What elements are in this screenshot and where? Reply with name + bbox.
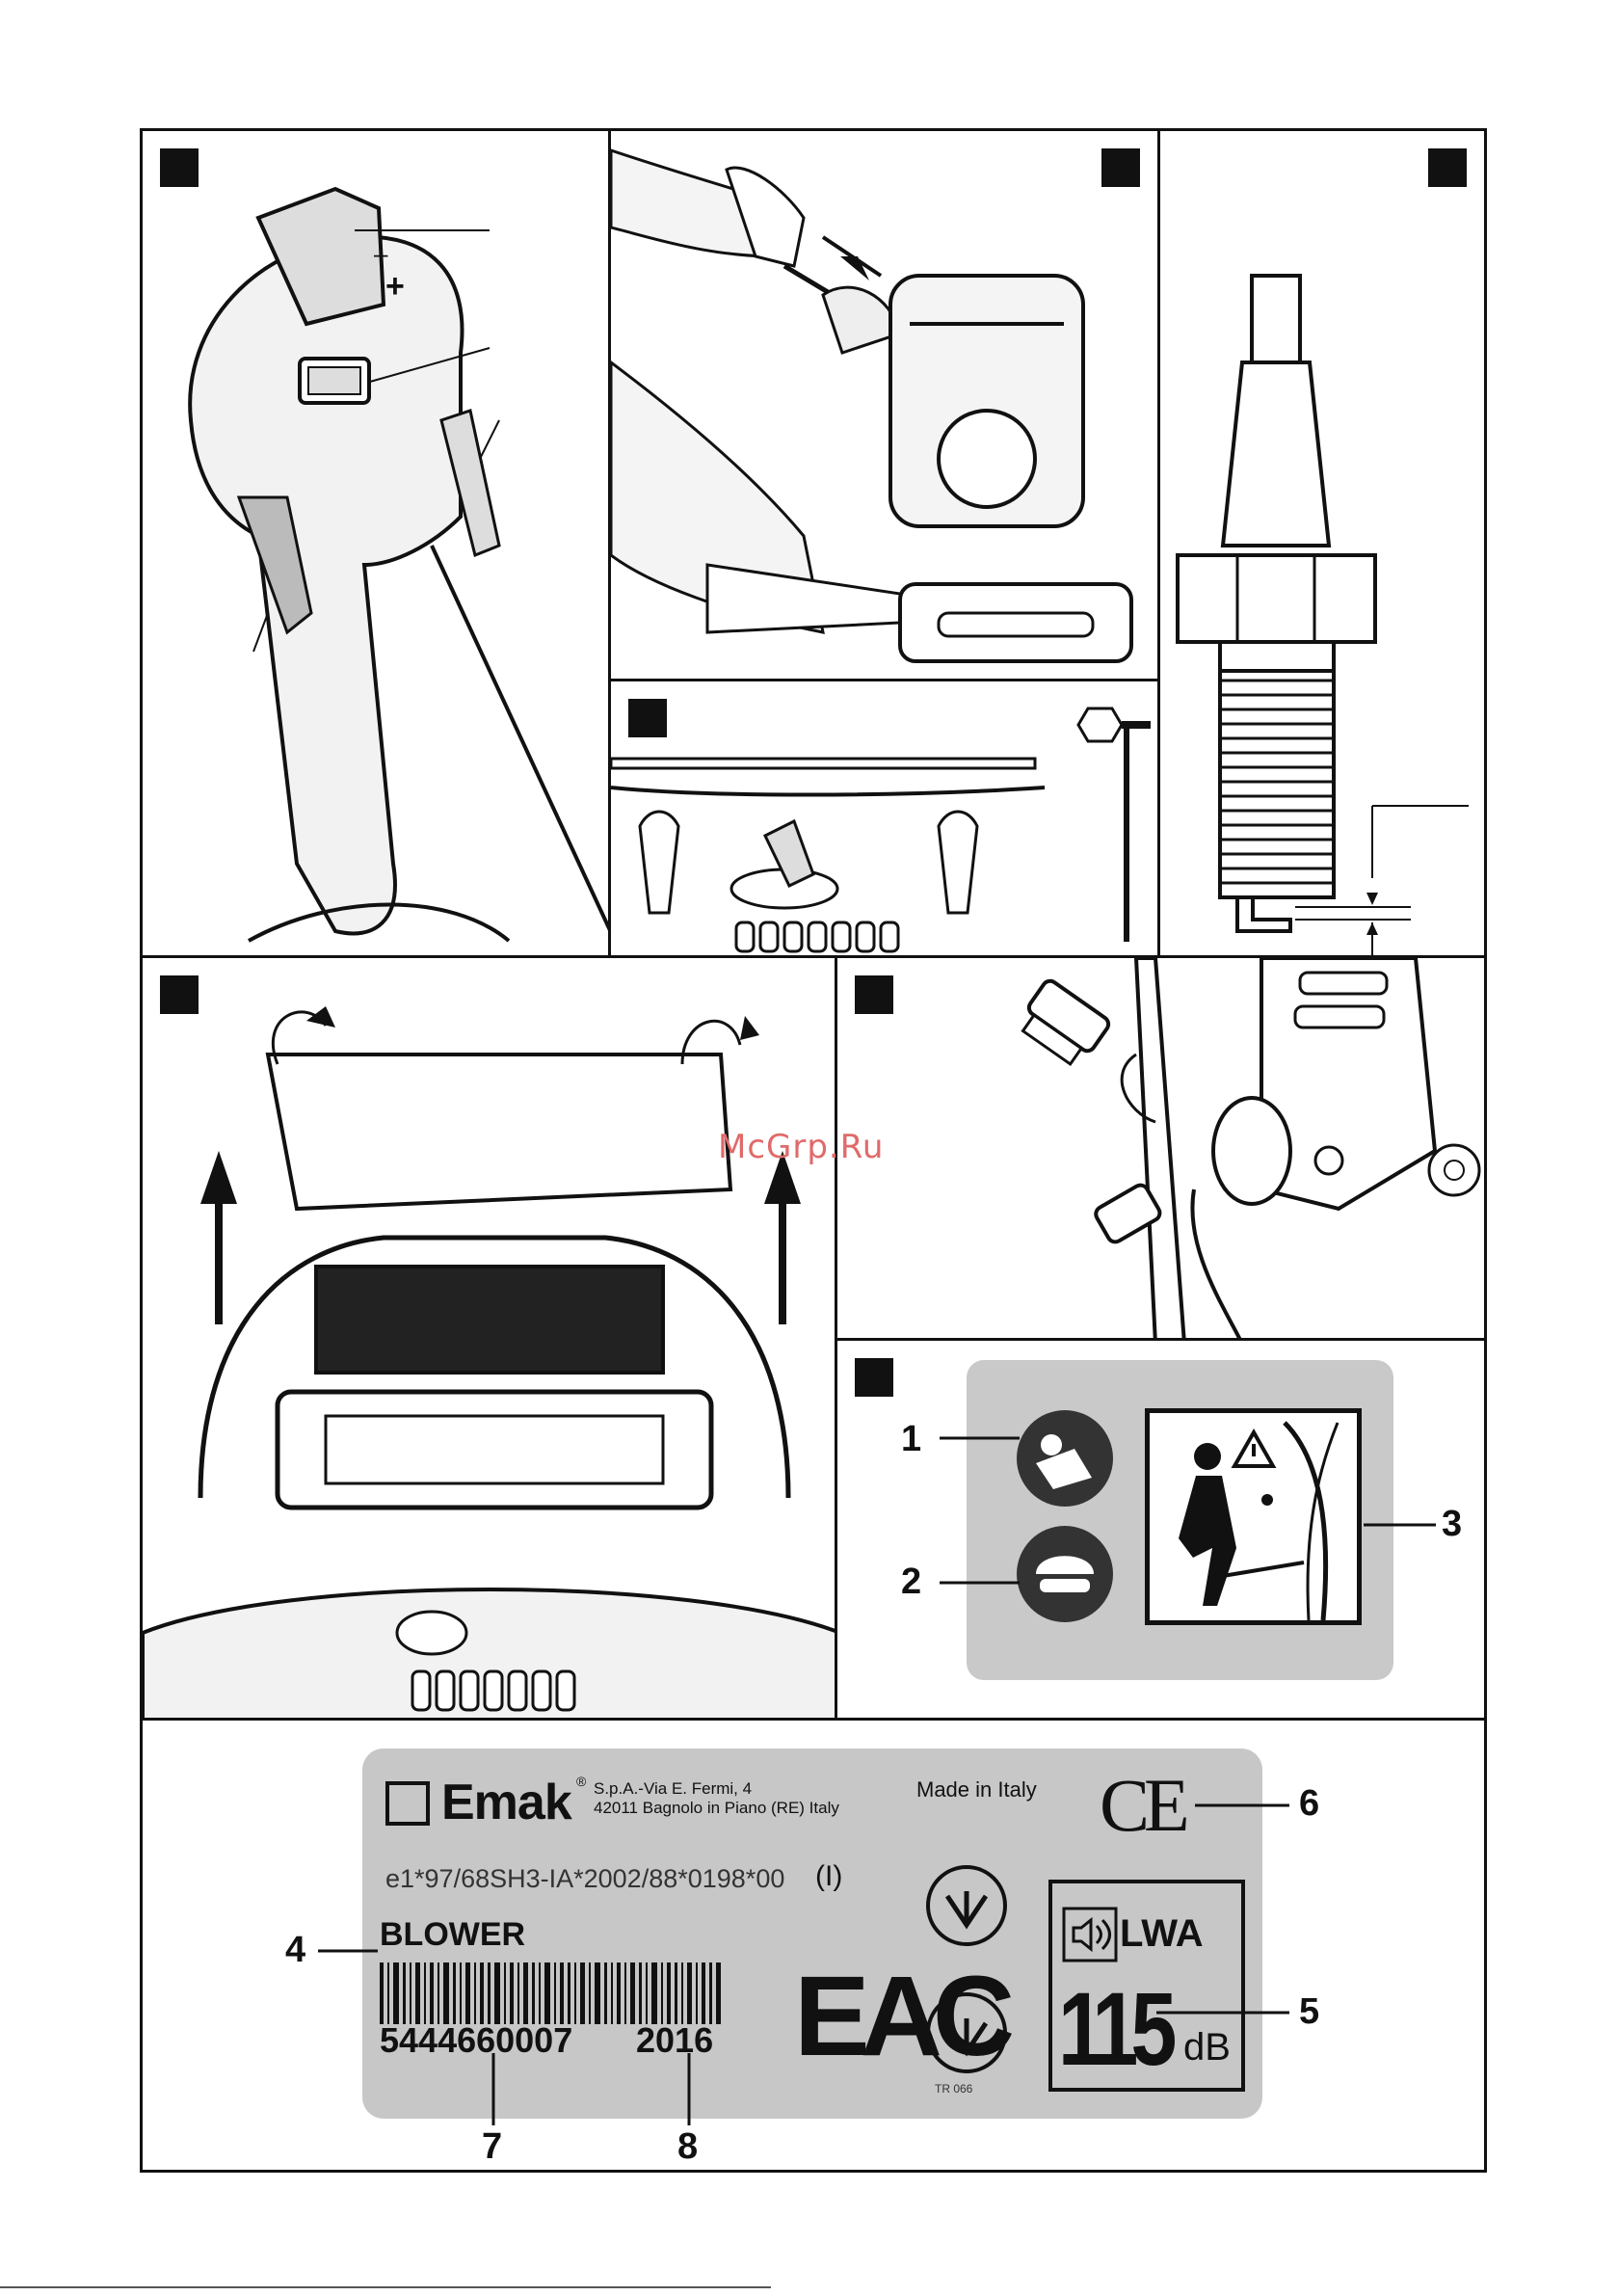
minus-sign: – (374, 239, 387, 269)
sound-power-box: LWA 115 dB (1048, 1880, 1245, 2092)
starting-illustration (611, 131, 1160, 681)
address-line-2: 42011 Bagnolo in Piano (RE) Italy (594, 1799, 839, 1818)
warning-decal (967, 1360, 1393, 1680)
panel-starting (608, 128, 1160, 681)
speaker-icon (1062, 1907, 1120, 1964)
address-line-1: S.p.A.-Via E. Fermi, 4 (594, 1779, 839, 1799)
keep-distance-pictogram (1145, 1408, 1362, 1625)
country-code: (I) (815, 1860, 842, 1893)
callout-3: 3 (1442, 1504, 1462, 1545)
manufacturer-address: S.p.A.-Via E. Fermi, 4 42011 Bagnolo in … (594, 1779, 839, 1818)
panel-fuel-cap (835, 955, 1487, 1341)
callout-2: 2 (901, 1562, 921, 1603)
rating-plate: Emak ® S.p.A.-Via E. Fermi, 4 42011 Bagn… (362, 1749, 1262, 2119)
watermark-text: McGrp.Ru (718, 1128, 884, 1166)
emak-logo-icon (385, 1781, 430, 1826)
tr-code: TR 066 (935, 2082, 972, 2096)
callout-5: 5 (1299, 1991, 1319, 2033)
panel-handle: + – (140, 128, 611, 958)
ukraine-tr-icon (923, 1989, 1010, 2076)
panel-tool (608, 679, 1160, 958)
callout-7: 7 (482, 2126, 502, 2168)
spark-plug-illustration (1160, 131, 1487, 958)
plus-sign: + (385, 268, 405, 306)
page-footer-line (0, 2286, 771, 2288)
barcode-number: 5444660007 (380, 2020, 572, 2061)
sound-power-value: 115 (1058, 1968, 1169, 2089)
sound-power-label: LWA (1120, 1912, 1204, 1956)
registered-mark: ® (576, 1774, 586, 1789)
callout-6: 6 (1299, 1783, 1319, 1825)
production-year: 2016 (636, 2020, 713, 2061)
sound-power-unit: dB (1183, 2026, 1231, 2069)
panel-spark-plug (1157, 128, 1487, 958)
brand-name: Emak (441, 1774, 571, 1831)
figure-badge (855, 1358, 893, 1397)
ear-eye-protection-icon (1017, 1526, 1113, 1622)
tool-illustration (611, 681, 1160, 958)
product-name: BLOWER (380, 1916, 525, 1954)
panel-air-filter (140, 955, 837, 1721)
read-manual-icon (1017, 1410, 1113, 1507)
ce-mark: CE (1100, 1762, 1184, 1849)
ukraine-conformity-icon (923, 1862, 1010, 1949)
made-in-label: Made in Italy (916, 1777, 1037, 1802)
air-filter-illustration (143, 958, 837, 1721)
fuel-cap-illustration (837, 958, 1487, 1341)
homologation-code: e1*97/68SH3-IA*2002/88*0198*00 (385, 1864, 784, 1894)
callout-8: 8 (677, 2126, 698, 2168)
callout-1: 1 (901, 1419, 921, 1460)
callout-4: 4 (285, 1930, 305, 1971)
